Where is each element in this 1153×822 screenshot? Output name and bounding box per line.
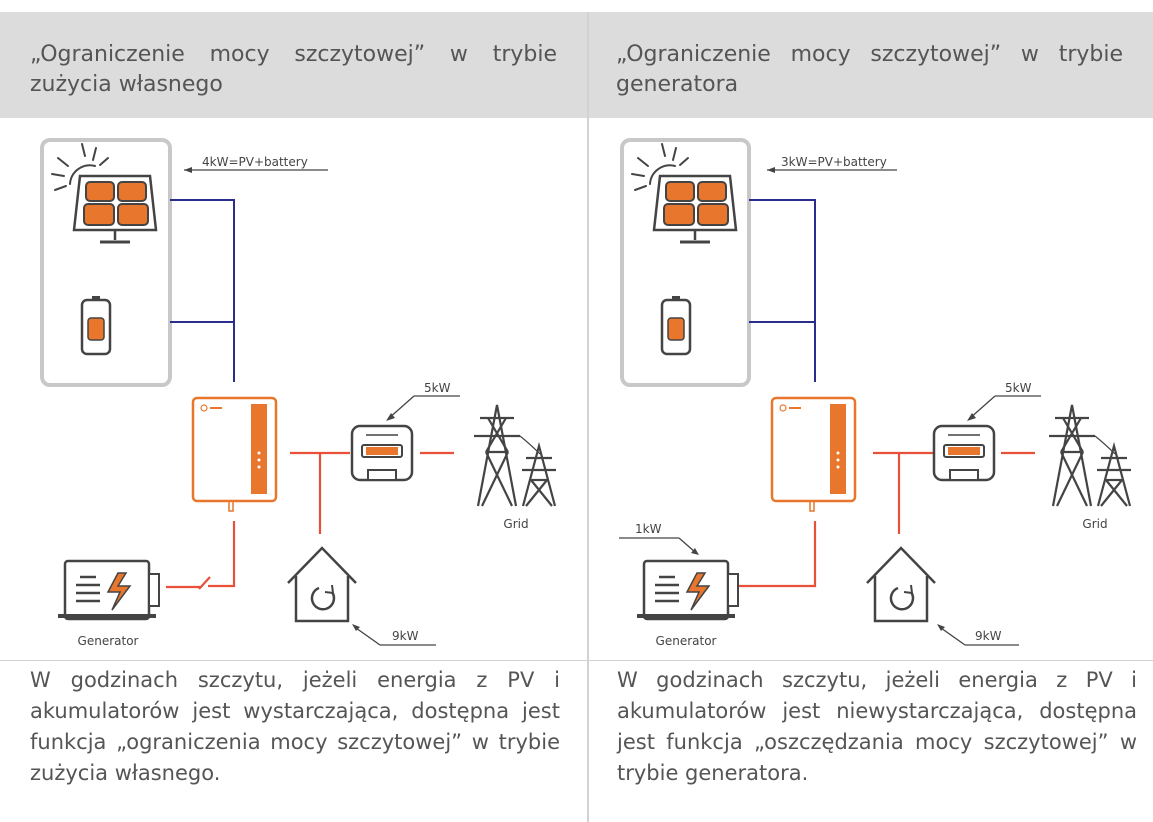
inverter-icon: [770, 396, 857, 512]
meter-icon: [350, 424, 414, 482]
pv-battery-label: 3kW=PV+battery: [781, 155, 887, 169]
footer-right-text: W godzinach szczytu, jeżeli energia z PV…: [617, 668, 1137, 785]
solar-panel-icon: [72, 174, 158, 244]
footer-left-text: W godzinach szczytu, jeżeli energia z PV…: [30, 668, 560, 785]
generator-icon: [58, 559, 160, 621]
row-divider-left: [0, 660, 587, 661]
grid-label: Grid: [503, 517, 528, 531]
pylon-icon: [474, 404, 557, 507]
load-label: 9kW: [975, 629, 1002, 643]
generator-power-label: 1kW: [635, 522, 662, 536]
solar-panel-icon: [652, 174, 738, 244]
load-arrow-head: [352, 624, 360, 631]
generator-label: Generator: [78, 634, 139, 648]
meter-label: 5kW: [1005, 381, 1032, 395]
gen-arrow-line: [678, 537, 696, 553]
pv-arrow-head: [184, 167, 192, 173]
diagram-right: 3kW=PV+battery 5kW: [589, 118, 1153, 660]
dc-wiring: [749, 199, 816, 382]
sun-icon: [51, 143, 109, 191]
pv-battery-label: 4kW=PV+battery: [202, 155, 308, 169]
top-margin: [0, 0, 1153, 12]
meter-arrow-head: [386, 413, 395, 421]
grid-label: Grid: [1082, 517, 1107, 531]
gen-arrow-head: [691, 548, 699, 555]
dc-wiring: [170, 199, 235, 382]
inverter-icon: [191, 396, 278, 512]
generator-label: Generator: [656, 634, 717, 648]
meter-label: 5kW: [424, 381, 451, 395]
meter-icon: [932, 424, 996, 482]
ac-wiring: [737, 451, 1035, 588]
ac-wiring: [166, 451, 454, 590]
load-arrow-line: [940, 627, 966, 646]
load-label: 9kW: [392, 629, 419, 643]
diagram-left: 4kW=PV+battery: [0, 118, 587, 660]
header-left-title: „Ograniczenie mocy szczytowej” w trybie …: [30, 42, 557, 97]
load-arrow-head: [937, 624, 945, 631]
pv-battery-enclosure: [620, 138, 751, 387]
footer-left: W godzinach szczytu, jeżeli energia z PV…: [30, 665, 560, 789]
header-left: „Ograniczenie mocy szczytowej” w trybie …: [0, 12, 587, 118]
generator-icon: [637, 559, 739, 621]
pylon-icon: [1049, 404, 1132, 507]
meter-arrow-head: [967, 413, 976, 421]
battery-icon: [80, 296, 112, 356]
pv-battery-enclosure: [40, 138, 172, 387]
battery-icon: [660, 296, 692, 356]
load-arrow-line: [355, 627, 381, 646]
house-icon: [866, 546, 936, 623]
row-divider-right: [589, 660, 1153, 661]
house-icon: [287, 546, 357, 623]
column-divider: [587, 12, 589, 822]
footer-right: W godzinach szczytu, jeżeli energia z PV…: [617, 665, 1137, 789]
header-right-title: „Ograniczenie mocy szczytowej” w trybie …: [616, 42, 1123, 97]
pv-arrow-head: [767, 167, 775, 173]
header-right: „Ograniczenie mocy szczytowej” w trybie …: [589, 12, 1153, 118]
sun-icon: [631, 143, 689, 191]
